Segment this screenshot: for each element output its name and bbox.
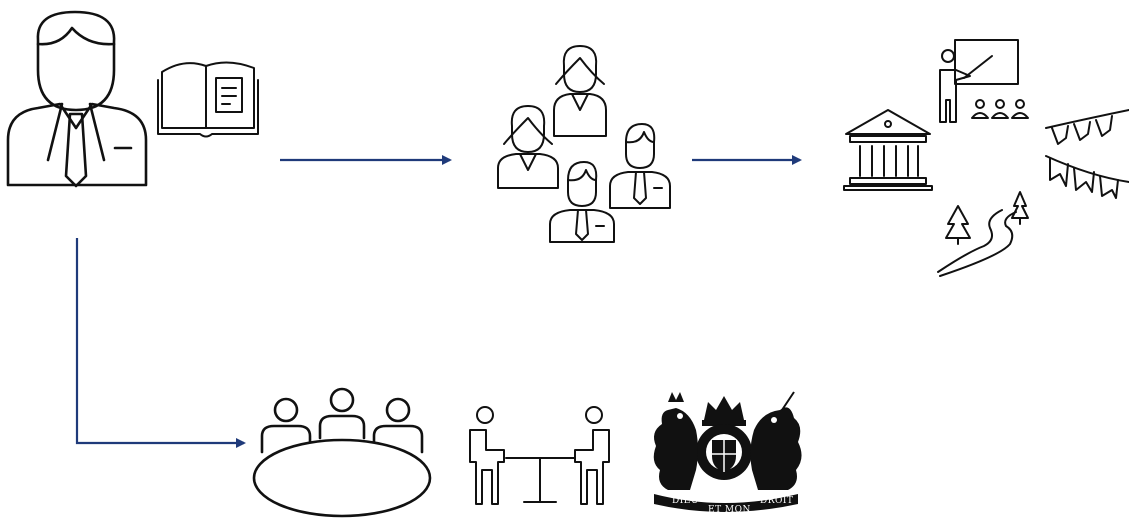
- round-table-meeting-icon: [252, 387, 432, 518]
- group-of-people-icon: [497, 45, 671, 243]
- connectors: [75, 155, 802, 448]
- open-book-icon: [157, 61, 259, 138]
- presenter-at-board-icon: [939, 39, 1029, 123]
- trees-and-path-icon: [937, 191, 1029, 277]
- royal-coat-of-arms-icon: DIEU ET MON DROIT: [653, 391, 802, 515]
- motto-left: DIEU: [672, 496, 699, 506]
- institution-building-icon: [843, 109, 933, 191]
- person-with-tie-icon: [6, 10, 148, 188]
- motto-center: ET MON: [708, 505, 751, 515]
- bunting-flags-icon: [1045, 109, 1129, 199]
- motto-right: DROIT: [760, 496, 793, 506]
- arrow-official-to-meetings: [75, 238, 246, 448]
- two-people-at-table-icon: [469, 406, 610, 505]
